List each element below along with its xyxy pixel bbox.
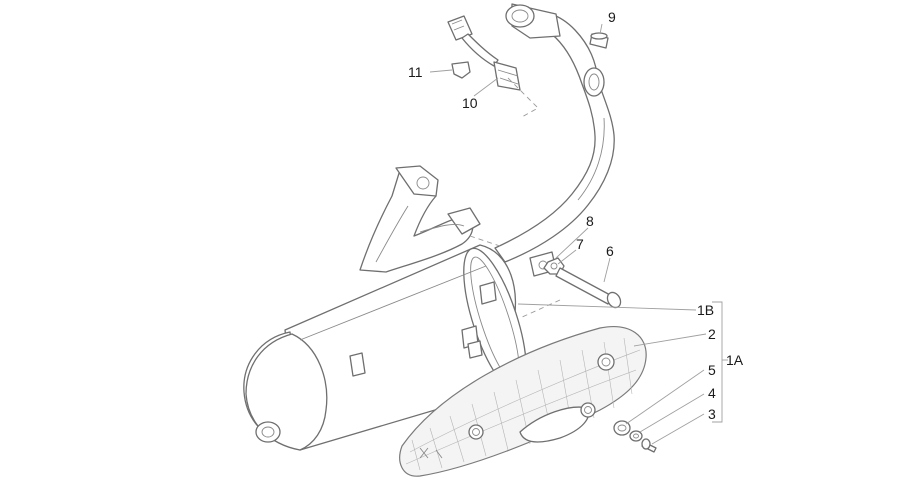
part-9-stud xyxy=(589,32,609,49)
part-6-bolt xyxy=(555,267,622,309)
exhaust-header-pipe xyxy=(494,3,615,277)
part-10-lambda-sensor xyxy=(447,15,521,91)
callout-8: 8 xyxy=(586,213,594,229)
callout-11: 11 xyxy=(408,64,423,80)
callout-4: 4 xyxy=(708,385,716,401)
callout-3: 3 xyxy=(708,406,716,422)
assembly-lines xyxy=(469,77,561,319)
part-3-screw xyxy=(641,438,657,453)
callout-10: 10 xyxy=(462,95,478,111)
part-4-washer xyxy=(629,430,643,442)
callout-1B: 1B xyxy=(697,302,714,318)
leader-lines xyxy=(429,23,728,445)
part-5-grommet xyxy=(613,420,631,436)
callout-9: 9 xyxy=(608,9,616,25)
callout-6: 6 xyxy=(606,243,614,259)
heat-shield xyxy=(399,326,647,477)
callout-1A: 1A xyxy=(726,352,744,368)
callout-5: 5 xyxy=(708,362,716,378)
callout-labels: 9 11 10 8 7 6 1B 2 5 1A 4 3 xyxy=(408,9,744,422)
silencer-mounting-bracket xyxy=(359,165,481,273)
part-11-clip xyxy=(451,61,471,79)
callout-2: 2 xyxy=(708,326,716,342)
callout-7: 7 xyxy=(576,236,584,252)
